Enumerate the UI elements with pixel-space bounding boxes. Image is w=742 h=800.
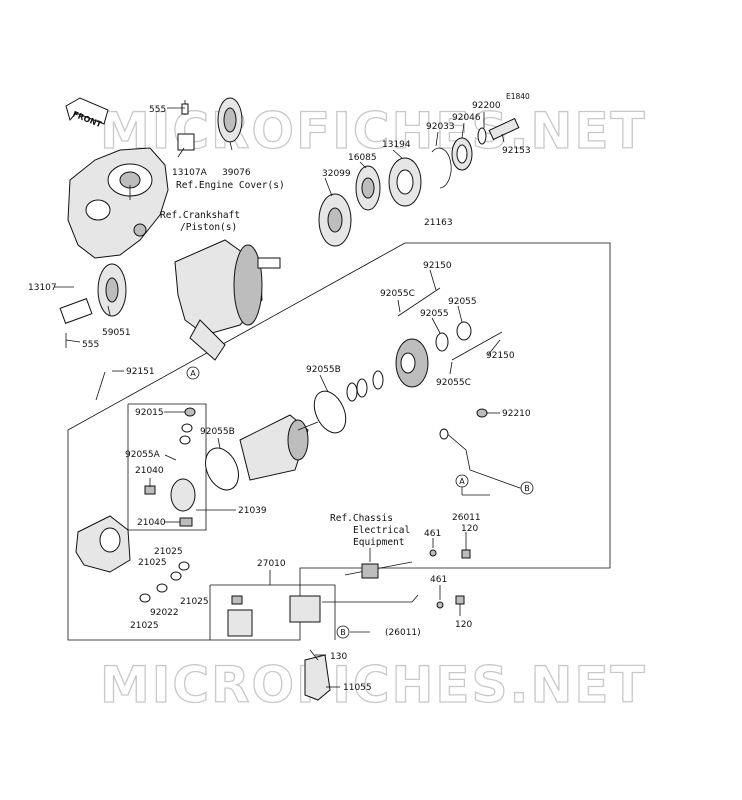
label-92200: 92200 (472, 101, 501, 111)
label-555-top: 555 (149, 105, 166, 115)
ref-crankshaft-1: Ref.Crankshaft (160, 210, 240, 221)
label-92151: 92151 (126, 367, 155, 377)
armature-washers (346, 370, 384, 402)
label-59051: 59051 (102, 328, 131, 338)
label-16085: 16085 (348, 153, 377, 163)
bubble-b-bottom-label: B (340, 628, 346, 637)
bubble-b-bottom: B (336, 625, 350, 639)
oring-92055-b (456, 321, 472, 341)
bubble-b-right-label: B (524, 484, 530, 493)
starter-relay-27010 (227, 595, 321, 637)
ref-crankshaft-2: /Piston(s) (180, 222, 237, 233)
bubble-a-top-label: A (190, 369, 196, 378)
assembly-outline (67, 242, 611, 641)
label-26011-paren: (26011) (385, 628, 421, 638)
label-11055: 11055 (343, 683, 372, 693)
crankshaft (174, 239, 281, 361)
nut-92210 (476, 408, 488, 418)
label-92015: 92015 (135, 408, 164, 418)
label-120-top: 120 (461, 524, 478, 534)
holder-11055 (304, 649, 331, 701)
nut-461-b (436, 601, 444, 609)
gear-32099 (318, 193, 352, 247)
watermark-top: MICROFICHES.NET (100, 102, 647, 160)
ref-chassis-2: Electrical (353, 525, 410, 536)
diagram-code: E1840 (506, 92, 530, 101)
label-39076: 39076 (222, 168, 251, 178)
label-26011: 26011 (452, 513, 481, 523)
gear-59051 (59, 263, 127, 348)
bubble-a-right: A (455, 474, 469, 488)
oring-92055B-a (313, 390, 347, 434)
starter-clutch-16085 (355, 165, 381, 211)
label-555-bottom: 555 (82, 340, 99, 350)
oring-92055-a (435, 332, 449, 352)
label-92055C-bottom: 92055C (436, 378, 471, 388)
label-13107: 13107 (28, 283, 57, 293)
starter-bracket (75, 515, 131, 573)
circlip-92033 (431, 147, 452, 189)
bolt-92150-a (397, 287, 441, 317)
bubble-a-right-label: A (459, 477, 465, 486)
watermark-bottom: MICROFICHES.NET (100, 656, 647, 714)
label-92022: 92022 (150, 608, 179, 618)
label-461-top: 461 (424, 529, 441, 539)
bolt-92151 (95, 371, 106, 401)
label-32099: 32099 (322, 169, 351, 179)
label-13107A: 13107A (172, 168, 208, 178)
label-92046: 92046 (452, 113, 481, 123)
bolt-92150-b (451, 331, 503, 361)
label-21025-a: 21025 (154, 547, 183, 557)
clutch-housing-13194 (388, 157, 422, 207)
label-92055C-top: 92055C (380, 289, 415, 299)
starter-cable (322, 561, 419, 603)
label-21025-c: 21025 (180, 597, 209, 607)
label-92055B-lower: 92055B (200, 427, 235, 437)
washer-92200 (477, 127, 487, 145)
ref-engine-cover: Ref.Engine Cover(s) (176, 180, 285, 191)
label-92150-top: 92150 (423, 261, 452, 271)
label-21025-d: 21025 (130, 621, 159, 631)
label-21040-bottom: 21040 (137, 518, 166, 528)
label-92210: 92210 (502, 409, 531, 419)
oring-92055B-b (205, 447, 239, 491)
label-92033: 92033 (426, 122, 455, 132)
engine-cover (67, 147, 169, 259)
bubble-b-right: B (520, 481, 534, 495)
label-92055A: 92055A (125, 450, 161, 460)
starter-motor-body (239, 414, 319, 481)
nut-461-a (429, 549, 437, 557)
label-13194: 13194 (382, 140, 411, 150)
washer-stack-92015 (179, 407, 196, 445)
bubble-a-top: A (186, 366, 200, 380)
bolt-120-b (455, 595, 465, 605)
label-92055B-top: 92055B (306, 365, 341, 375)
starter-end-cover (395, 338, 429, 388)
label-21040-top: 21040 (135, 466, 164, 476)
label-92055-b: 92055 (420, 309, 449, 319)
label-21039: 21039 (238, 506, 267, 516)
label-92055-a: 92055 (448, 297, 477, 307)
label-461-bottom: 461 (430, 575, 447, 585)
battery-cable-26011 (439, 428, 521, 489)
label-21163: 21163 (424, 218, 453, 228)
bearing-92046 (451, 137, 473, 171)
label-92150-right: 92150 (486, 351, 515, 361)
label-27010: 27010 (257, 559, 286, 569)
shaft-92153 (488, 117, 520, 141)
ref-chassis-3: Equipment (353, 537, 404, 548)
label-130: 130 (330, 652, 347, 662)
bolt-120-a (461, 549, 471, 559)
ref-chassis-1: Ref.Chassis (330, 513, 393, 524)
label-21025-b: 21025 (138, 558, 167, 568)
label-92153: 92153 (502, 146, 531, 156)
washers-21025 (139, 561, 190, 603)
label-120-bottom: 120 (455, 620, 472, 630)
